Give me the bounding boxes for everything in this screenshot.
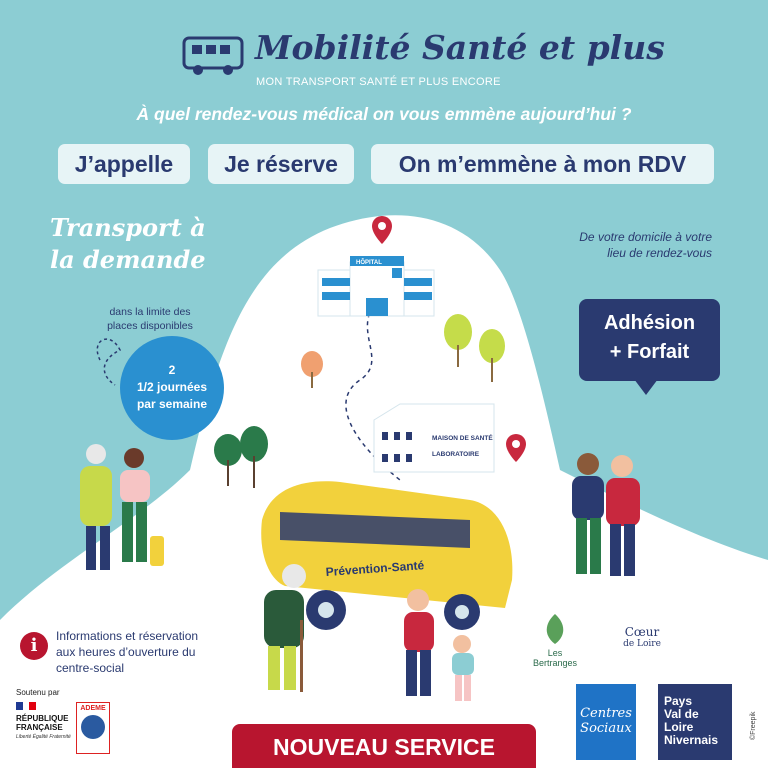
- limit-line2: places disponibles: [107, 320, 193, 332]
- bus-label: Prévention-Santé: [325, 558, 425, 579]
- tree-icon: [444, 314, 472, 367]
- location-pin-icon: [506, 434, 526, 462]
- nouveau-service-banner: NOUVEAU SERVICE: [232, 724, 536, 768]
- hospital-label: HÔPITAL: [356, 258, 382, 266]
- domicile-note: De votre domicile à votre lieu de rendez…: [500, 229, 712, 261]
- rf-line1: RÉPUBLIQUE: [16, 714, 69, 723]
- people-standing-right: [572, 453, 640, 576]
- maison-label-line2: LABORATOIRE: [432, 451, 480, 458]
- info-icon: i: [20, 632, 48, 660]
- adhesion-line2: + Forfait: [609, 341, 690, 363]
- pays-line2: Val de: [664, 707, 699, 721]
- centres-line1: Centres: [580, 706, 632, 721]
- frequency-line2: 1/2 journées: [136, 380, 208, 394]
- maison-label-line1: MAISON DE SANTÉ: [432, 433, 493, 442]
- bubble-tail: [634, 379, 658, 395]
- pays-line4: Nivernais: [664, 733, 719, 747]
- leaf-icon: [546, 614, 564, 644]
- info-line1: Informations et réservation: [56, 629, 199, 643]
- step-call-button[interactable]: J’appelle: [58, 144, 190, 184]
- frequency-badge: 2 1/2 journées par semaine: [120, 336, 224, 440]
- pays-line3: Loire: [664, 720, 694, 734]
- centres-sociaux-logo: Centres Sociaux: [576, 684, 636, 760]
- bertranges-logo: Les Bertranges: [520, 612, 590, 668]
- tree-icon: [479, 329, 505, 382]
- rf-motto: Liberté Égalité Fraternité: [16, 734, 71, 740]
- bus-icon: [182, 36, 244, 75]
- main-question: À quel rendez-vous médical on vous emmèn…: [136, 104, 632, 124]
- tree-icon: [240, 426, 268, 488]
- soutenu-label: Soutenu par: [16, 688, 60, 697]
- header-subtitle: MON TRANSPORT SANTÉ ET PLUS ENCORE: [256, 76, 501, 88]
- bertranges-line2: Bertranges: [532, 658, 578, 668]
- adhesion-line1: Adhésion: [603, 312, 696, 334]
- pays-line1: Pays: [664, 694, 693, 708]
- domicile-line1: De votre domicile à votre: [579, 230, 712, 244]
- frequency-line3: par semaine: [136, 397, 208, 411]
- header-title: Mobilité Santé et plus: [255, 28, 665, 67]
- tree-icon: [301, 351, 323, 388]
- transport-title-line1: Transport à: [50, 213, 206, 242]
- hospital-building: [317, 256, 435, 317]
- maison-de-sante-building: [373, 403, 495, 473]
- step-rdv-button[interactable]: On m’emmène à mon RDV: [371, 144, 714, 184]
- centres-line2: Sociaux: [580, 721, 632, 736]
- coeur-de-loire-logo: Cœur de Loire: [612, 614, 672, 664]
- rf-line2: FRANÇAISE: [16, 723, 63, 732]
- location-pin-icon: [372, 216, 392, 244]
- french-flag-icon: [16, 702, 37, 710]
- limit-line1: dans la limite des: [109, 306, 191, 318]
- pays-val-de-loire-logo: Pays Val de Loire Nivernais: [658, 684, 732, 760]
- coeur-line2: de Loire: [623, 639, 661, 649]
- coeur-line1: Cœur: [624, 625, 660, 639]
- people-walking-bottom: [264, 564, 474, 701]
- freepik-credit: ©Freepik: [750, 711, 757, 741]
- republique-francaise-logo: RÉPUBLIQUE FRANÇAISE Liberté Égalité Fra…: [16, 702, 72, 754]
- transport-title-line2: la demande: [50, 245, 206, 274]
- dashed-route: [345, 299, 401, 481]
- tree-icon: [214, 434, 242, 486]
- adhesion-bubble: Adhésion + Forfait: [579, 299, 720, 381]
- people-walking-left: [80, 444, 164, 570]
- info-line2: aux heures d’ouverture du: [56, 645, 196, 659]
- limit-note: dans la limite des places disponibles: [90, 305, 210, 333]
- info-line3: centre-social: [56, 661, 125, 675]
- step-reserve-button[interactable]: Je réserve: [208, 144, 354, 184]
- yellow-bus-illustration: [261, 481, 513, 630]
- bertranges-line1: Les: [547, 648, 563, 658]
- transport-title: Transport à la demande: [50, 212, 206, 276]
- dashed-arrow: [96, 338, 122, 386]
- ademe-label: ADEME: [80, 705, 106, 712]
- ademe-logo: ADEME: [76, 702, 110, 754]
- frequency-line1: 2: [168, 363, 176, 377]
- ademe-emblem-icon: [81, 715, 105, 739]
- info-text: Informations et réservation aux heures d…: [56, 628, 226, 676]
- domicile-line2: lieu de rendez-vous: [607, 246, 712, 260]
